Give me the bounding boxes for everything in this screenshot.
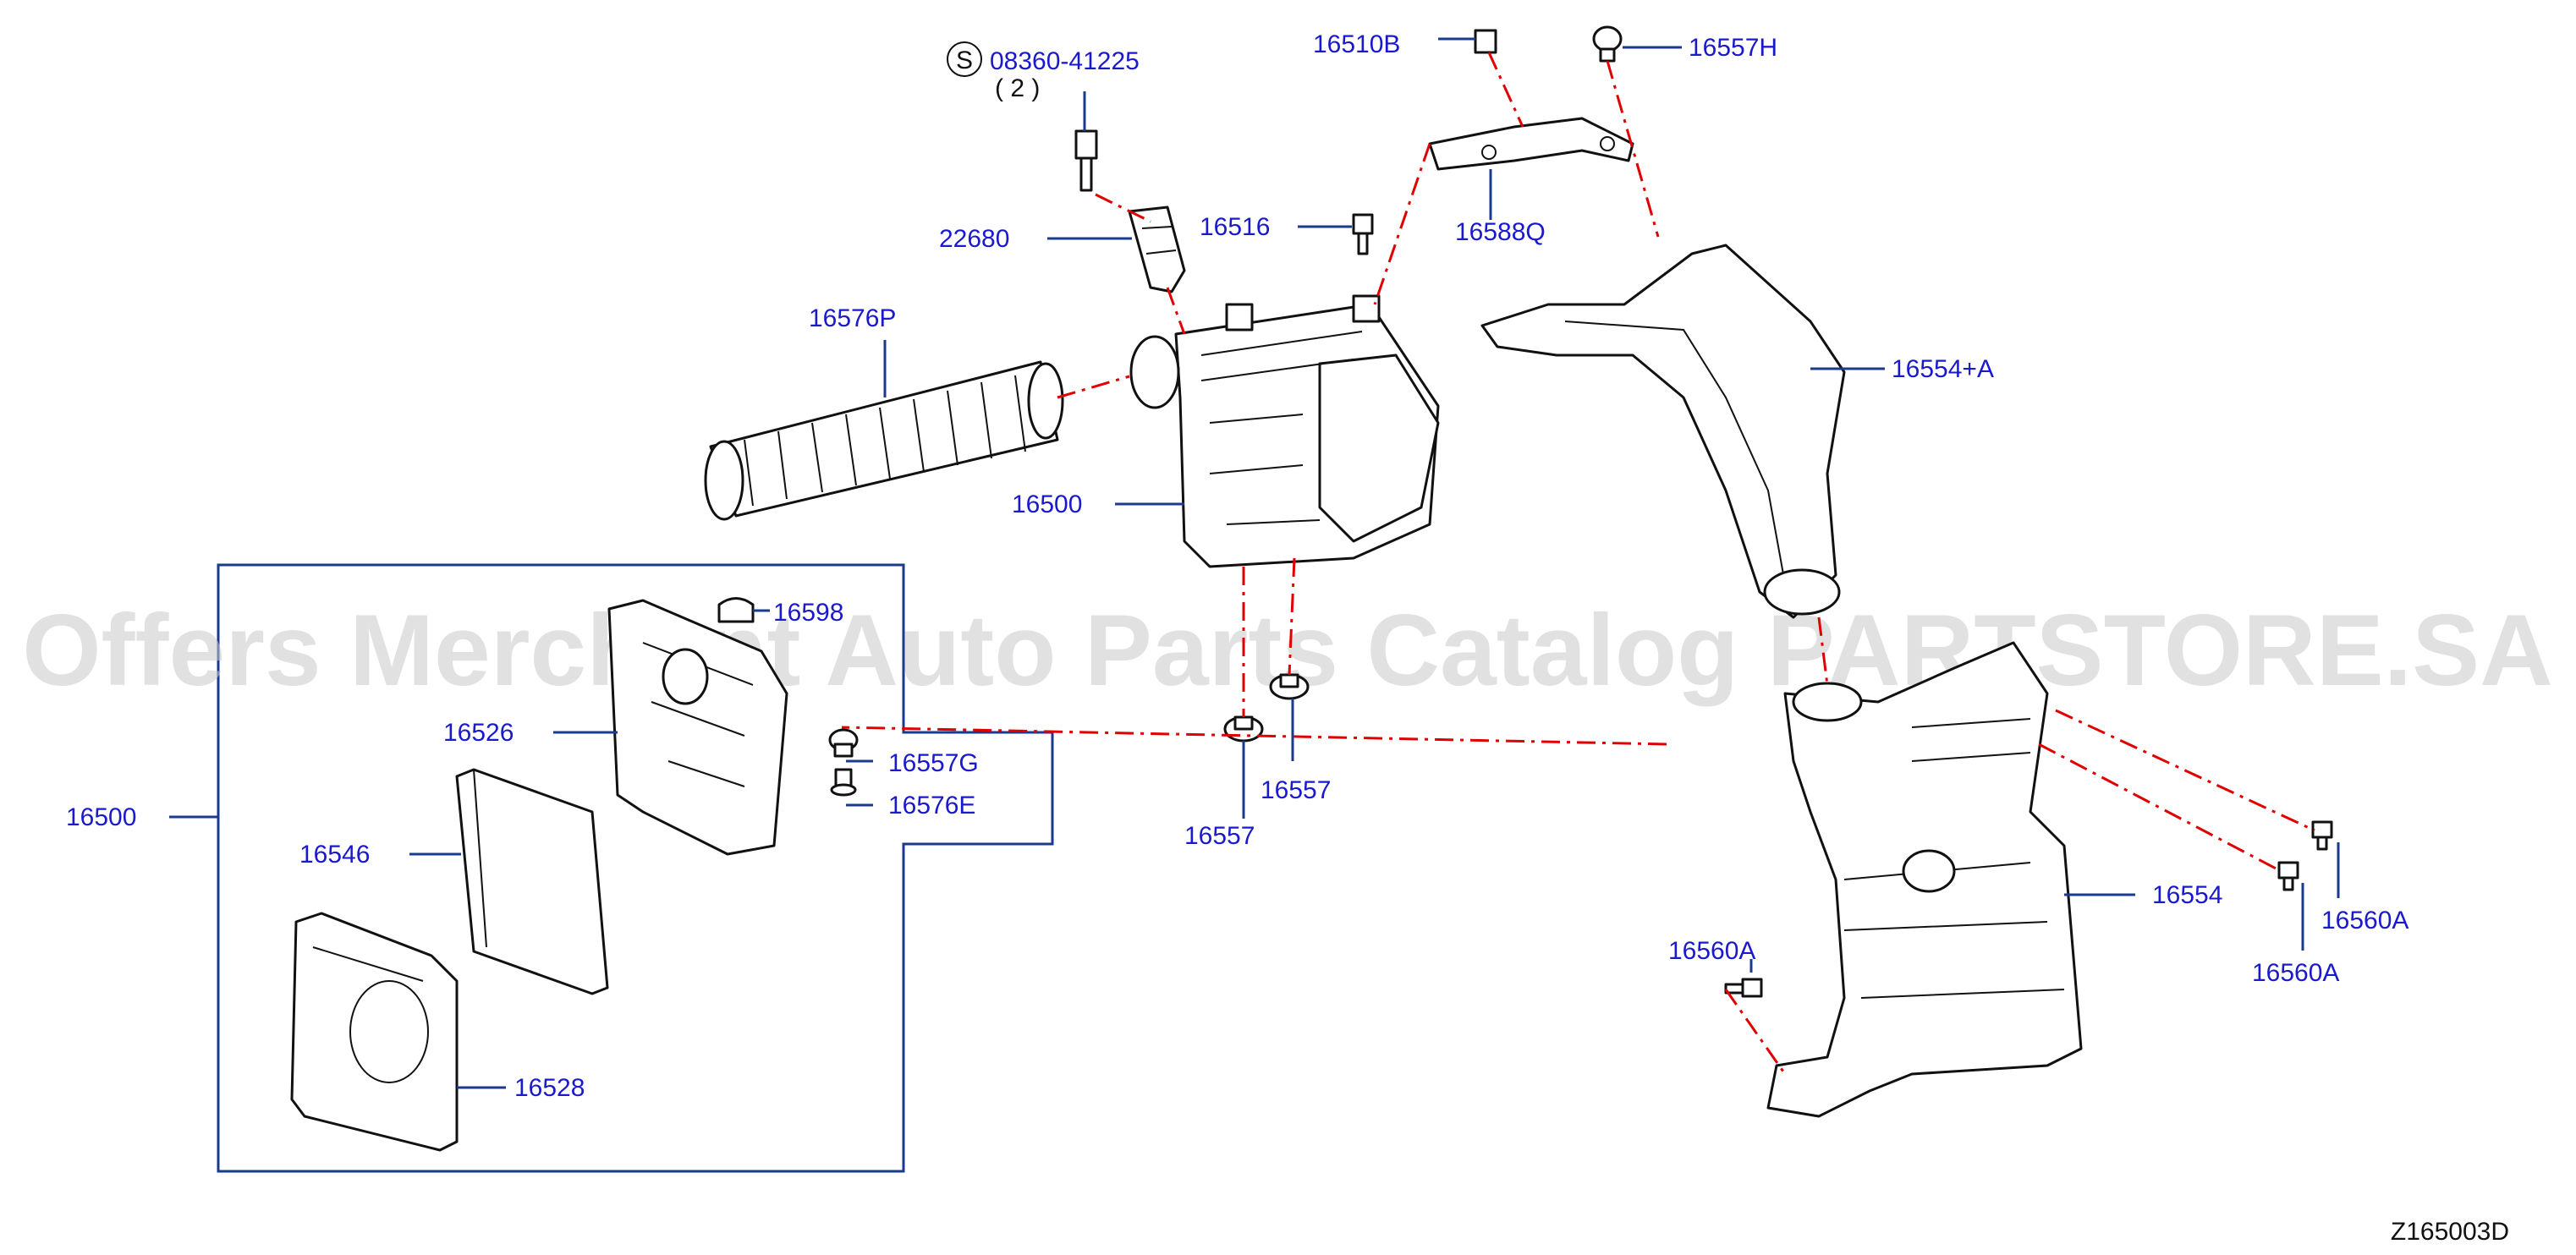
label-16500-kit[interactable]: 16500	[66, 803, 136, 831]
screw-16560a-right-upper	[2311, 820, 2333, 851]
alignment-lines	[841, 52, 2315, 1075]
label-16510b[interactable]: 16510B	[1313, 30, 1400, 58]
label-16576e[interactable]: 16576E	[888, 792, 975, 819]
bolt-08360-41225	[1074, 129, 1098, 192]
airflow-sensor-22680	[1128, 206, 1186, 293]
service-screw-symbol	[947, 41, 982, 77]
label-22680[interactable]: 22680	[939, 225, 1009, 253]
label-16557h[interactable]: 16557H	[1689, 34, 1777, 62]
label-16598[interactable]: 16598	[773, 599, 843, 627]
label-16560a-lower[interactable]: 16560A	[2252, 959, 2339, 987]
resonator-16554	[1766, 641, 2083, 1118]
label-16528[interactable]: 16528	[514, 1074, 585, 1102]
label-16554-plus-a[interactable]: 16554+A	[1892, 355, 1994, 383]
clip-16510b	[1474, 29, 1497, 54]
label-16526[interactable]: 16526	[443, 719, 514, 747]
label-16500-case[interactable]: 16500	[1012, 490, 1082, 518]
screw-16560a-left	[1724, 978, 1763, 998]
label-quantity-2: ( 2 )	[995, 74, 1040, 102]
mount-grommet-16557-a	[1223, 715, 1264, 743]
label-16560a-upper[interactable]: 16560A	[2321, 907, 2408, 934]
label-16576p[interactable]: 16576P	[809, 304, 896, 332]
label-16588q[interactable]: 16588Q	[1455, 218, 1546, 246]
filter-housing-16526	[607, 597, 788, 856]
label-16546[interactable]: 16546	[299, 841, 370, 869]
subassembly-frame	[169, 563, 1054, 1173]
label-16557g[interactable]: 16557G	[888, 749, 979, 777]
label-16516[interactable]: 16516	[1200, 213, 1270, 241]
label-16554[interactable]: 16554	[2152, 881, 2222, 909]
callout-labels: S 08360-41225 ( 2 ) 16510B 16557H 16516 …	[66, 30, 2408, 1102]
resonator-duct-16554a	[1480, 244, 1846, 619]
label-16560a-left[interactable]: 16560A	[1668, 937, 1755, 965]
grommet-16557g	[828, 728, 859, 758]
label-16557-right[interactable]: 16557	[1261, 776, 1331, 804]
mount-grommet-16557-b	[1269, 673, 1310, 700]
screw-16560a-right-lower	[2277, 861, 2299, 891]
bracket-16588q	[1428, 117, 1634, 171]
label-08360-41225[interactable]: 08360-41225	[990, 47, 1140, 75]
lower-case-16528	[290, 912, 459, 1152]
grommet-16557h	[1592, 25, 1623, 63]
clip-16516	[1352, 213, 1374, 255]
intake-duct-16576p	[704, 360, 1064, 521]
label-16557-left[interactable]: 16557	[1184, 822, 1255, 850]
air-filter-element-16546	[455, 768, 609, 995]
service-screw-symbol-text: S	[956, 47, 973, 74]
collar-16576e	[830, 768, 857, 797]
diagram-code: Z165003D	[2391, 1218, 2509, 1246]
air-cleaner-case-16500	[1129, 294, 1440, 568]
leader-lines	[409, 37, 2340, 1089]
